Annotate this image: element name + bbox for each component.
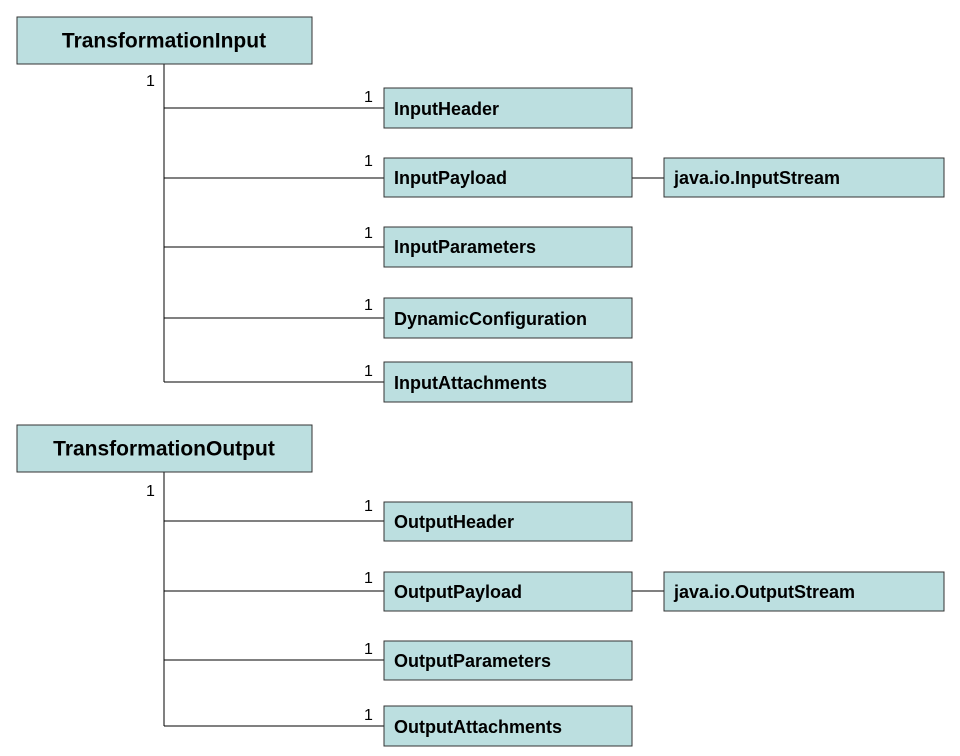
output-attachments-box[interactable]: OutputAttachments <box>383 705 633 747</box>
child-multiplicity: 1 <box>364 641 373 658</box>
transformation-output-label: TransformationOutput <box>53 438 275 461</box>
dynamic-configuration-box[interactable]: DynamicConfiguration <box>383 297 633 339</box>
output-header-label: OutputHeader <box>394 512 514 532</box>
child-multiplicity: 1 <box>364 153 373 170</box>
output-payload-label: OutputPayload <box>394 582 522 602</box>
output-group: TransformationOutput 1 OutputHeader 1 Ou… <box>16 424 945 747</box>
output-payload-box[interactable]: OutputPayload <box>383 571 633 612</box>
input-parameters-label: InputParameters <box>394 237 536 257</box>
child-multiplicity: 1 <box>364 707 373 724</box>
transformation-input-label: TransformationInput <box>62 30 266 53</box>
transformation-output-box[interactable]: TransformationOutput <box>16 424 313 473</box>
dynamic-configuration-label: DynamicConfiguration <box>394 309 587 329</box>
output-stream-label: java.io.OutputStream <box>673 582 855 602</box>
input-stream-label: java.io.InputStream <box>673 168 840 188</box>
output-stream-box[interactable]: java.io.OutputStream <box>663 571 945 612</box>
child-multiplicity: 1 <box>364 363 373 380</box>
input-payload-label: InputPayload <box>394 168 507 188</box>
child-multiplicity: 1 <box>364 498 373 515</box>
input-payload-box[interactable]: InputPayload <box>383 157 633 198</box>
transformation-input-box[interactable]: TransformationInput <box>16 16 313 65</box>
input-parameters-box[interactable]: InputParameters <box>383 226 633 268</box>
input-header-box[interactable]: InputHeader <box>383 87 633 129</box>
input-stream-box[interactable]: java.io.InputStream <box>663 157 945 198</box>
output-attachments-label: OutputAttachments <box>394 717 562 737</box>
output-header-box[interactable]: OutputHeader <box>383 501 633 542</box>
root-multiplicity: 1 <box>146 73 155 90</box>
child-multiplicity: 1 <box>364 297 373 314</box>
child-multiplicity: 1 <box>364 570 373 587</box>
input-attachments-box[interactable]: InputAttachments <box>383 361 633 403</box>
input-attachments-label: InputAttachments <box>394 373 547 393</box>
output-parameters-box[interactable]: OutputParameters <box>383 640 633 681</box>
input-group: TransformationInput 1 InputHeader 1 Inpu… <box>16 16 945 403</box>
child-multiplicity: 1 <box>364 225 373 242</box>
root-multiplicity: 1 <box>146 483 155 500</box>
output-parameters-label: OutputParameters <box>394 651 551 671</box>
child-multiplicity: 1 <box>364 89 373 106</box>
input-header-label: InputHeader <box>394 99 499 119</box>
